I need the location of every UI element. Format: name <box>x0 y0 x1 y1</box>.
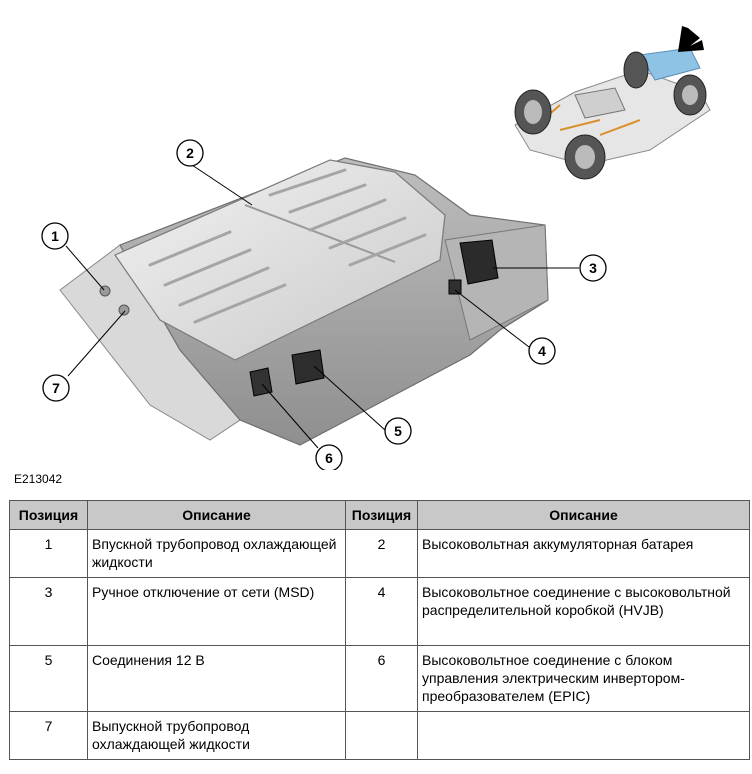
header-position-b: Позиция <box>345 500 418 530</box>
description-cell: Впускной трубопровод охлаждающей жидкост… <box>87 529 346 578</box>
position-cell: 5 <box>9 645 88 712</box>
description-cell: Высоковольтная аккумуляторная батарея <box>417 529 750 578</box>
position-cell: 7 <box>9 711 88 760</box>
leader-lines <box>65 164 579 449</box>
callout-7: 7 <box>42 374 70 402</box>
table-header-row: Позиция Описание Позиция Описание <box>9 500 750 530</box>
description-cell: Ручное отключение от сети (MSD) <box>87 577 346 646</box>
battery-pack <box>59 157 549 446</box>
position-cell: 6 <box>345 645 418 712</box>
parts-table: Позиция Описание Позиция Описание 1 Впус… <box>9 500 750 760</box>
callout-3: 3 <box>579 254 607 282</box>
header-description-a: Описание <box>87 500 346 530</box>
position-cell: 2 <box>345 529 418 578</box>
callout-1: 1 <box>41 222 69 250</box>
position-cell: 4 <box>345 577 418 646</box>
header-description-b: Описание <box>417 500 750 530</box>
svg-text:2: 2 <box>186 145 194 161</box>
table-row: 5 Соединения 12 В 6 Высоковольтное соеди… <box>9 645 750 712</box>
description-cell <box>417 711 750 760</box>
description-cell: Высоковольтное соединение с блоком управ… <box>417 645 750 712</box>
svg-text:7: 7 <box>52 380 60 396</box>
description-cell: Высоковольтное соединение с высоковольтн… <box>417 577 750 646</box>
table-row: 1 Впускной трубопровод охлаждающей жидко… <box>9 529 750 578</box>
position-cell <box>345 711 418 760</box>
table-row: 3 Ручное отключение от сети (MSD) 4 Высо… <box>9 577 750 646</box>
position-cell: 3 <box>9 577 88 646</box>
svg-text:1: 1 <box>51 228 59 244</box>
location-arrow-icon <box>678 26 704 52</box>
figure-id: E213042 <box>14 472 63 486</box>
battery-illustration: 1 2 3 4 5 6 7 <box>41 26 711 470</box>
svg-text:5: 5 <box>394 423 402 439</box>
callout-5: 5 <box>384 417 412 445</box>
svg-text:3: 3 <box>589 260 597 276</box>
callout-6: 6 <box>315 444 343 470</box>
header-position-a: Позиция <box>9 500 88 530</box>
description-cell: Выпускной трубопровод охлаждающей жидкос… <box>87 711 346 760</box>
callout-4: 4 <box>528 337 556 365</box>
description-cell: Соединения 12 В <box>87 645 346 712</box>
svg-text:6: 6 <box>325 450 333 466</box>
table-row: 7 Выпускной трубопровод охлаждающей жидк… <box>9 711 750 760</box>
position-cell: 1 <box>9 529 88 578</box>
svg-text:4: 4 <box>538 343 546 359</box>
vehicle-location-inset <box>514 26 711 180</box>
callout-2: 2 <box>176 139 204 167</box>
